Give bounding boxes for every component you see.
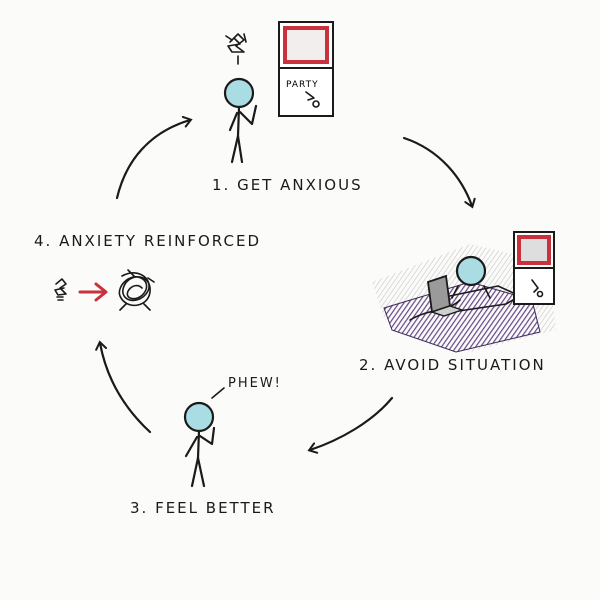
small-party-poster bbox=[513, 231, 555, 305]
scene-get-anxious: PARTY bbox=[223, 21, 334, 164]
step-3-label: 3. FEEL BETTER bbox=[130, 499, 276, 517]
poster-text: PARTY bbox=[286, 80, 319, 90]
speech-text: PHEW! bbox=[228, 376, 282, 391]
step-4-label: 4. ANXIETY REINFORCED bbox=[34, 232, 261, 250]
scene-avoid-situation bbox=[372, 231, 556, 353]
avoiding-stick-figure bbox=[451, 255, 491, 299]
step-1-label: 1. GET ANXIOUS bbox=[212, 176, 363, 194]
step-2-label: 2. AVOID SITUATION bbox=[359, 356, 546, 374]
relieved-stick-figure bbox=[183, 401, 216, 488]
scene-anxiety-reinforced bbox=[54, 269, 155, 311]
worry-scribble-icon bbox=[225, 33, 247, 65]
arrow-1-to-2 bbox=[402, 136, 476, 209]
laptop-icon bbox=[427, 274, 465, 317]
big-tangle-icon bbox=[118, 269, 155, 311]
anxious-stick-figure bbox=[223, 77, 258, 164]
red-arrow-icon bbox=[78, 282, 108, 302]
arrow-4-to-1 bbox=[115, 115, 193, 200]
party-poster: PARTY bbox=[278, 21, 334, 117]
small-worry-icon bbox=[54, 278, 67, 301]
arrow-2-to-3 bbox=[307, 396, 394, 454]
arrow-3-to-4 bbox=[95, 340, 152, 434]
scene-feel-better bbox=[183, 387, 225, 488]
